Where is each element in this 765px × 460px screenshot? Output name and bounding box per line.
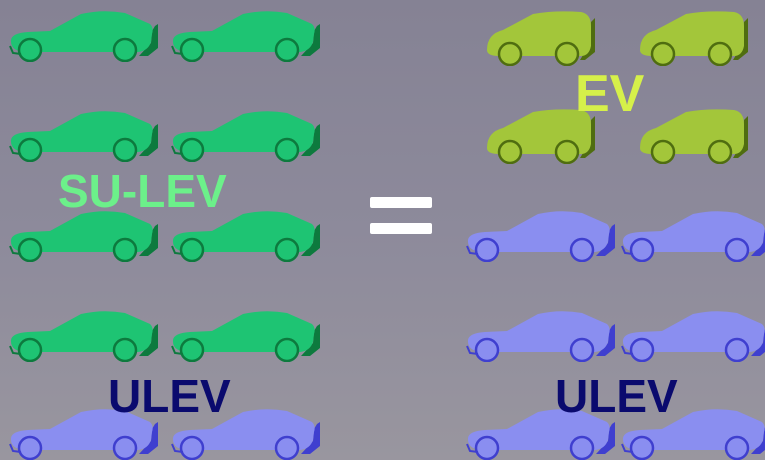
ulev-car-icon: [620, 210, 765, 262]
sulev-car-icon: [170, 310, 320, 362]
ulev-car-icon: [465, 210, 615, 262]
sulev-car-icon: [170, 10, 320, 62]
ulev-car-icon: [465, 310, 615, 362]
ev-car-icon: [638, 108, 748, 164]
sulev-car-icon: [170, 210, 320, 262]
sulev-car-icon: [8, 210, 158, 262]
sulev-car-icon: [8, 110, 158, 162]
ev-label: EV: [575, 65, 645, 123]
equals-sign-icon: [370, 197, 432, 237]
ev-car-icon: [485, 10, 595, 66]
sulev-label: SU-LEV: [58, 165, 227, 217]
sulev-car-icon: [170, 110, 320, 162]
ulev-label-right: ULEV: [555, 370, 678, 422]
ulev-car-icon: [620, 310, 765, 362]
ev-car-icon: [638, 10, 748, 66]
sulev-car-icon: [8, 310, 158, 362]
sulev-car-icon: [8, 10, 158, 62]
ulev-label-left: ULEV: [108, 370, 231, 422]
